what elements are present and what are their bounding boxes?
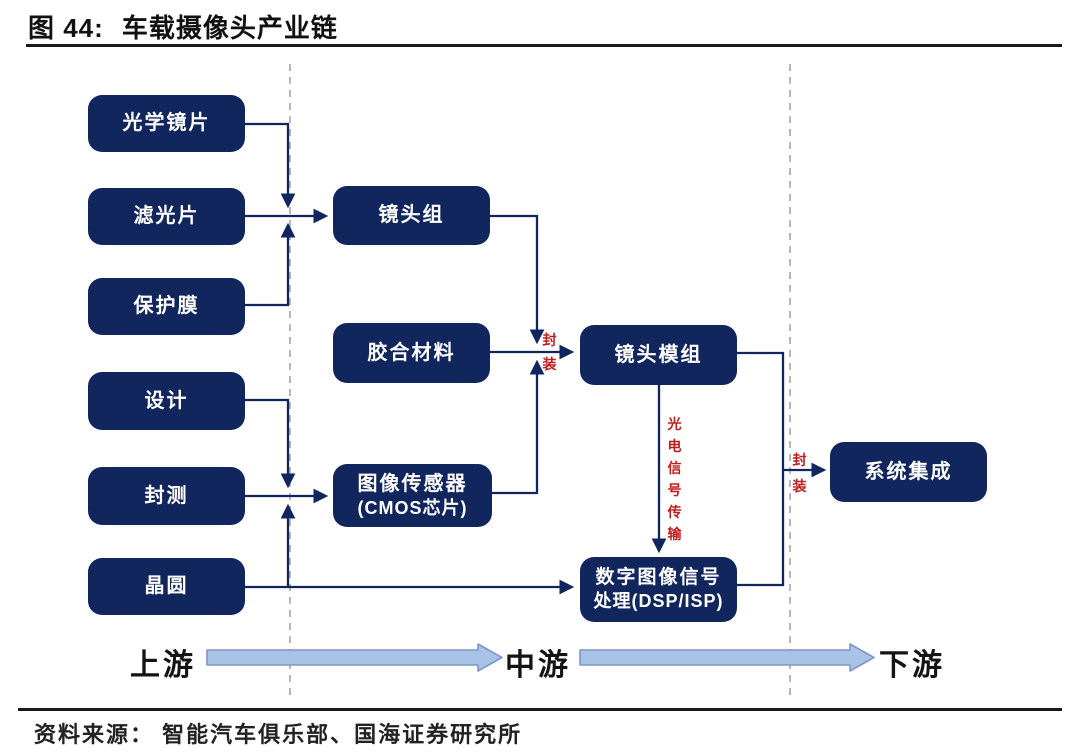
node-lens-group-label: 镜头组 bbox=[378, 204, 445, 226]
stage-divider-lines bbox=[289, 64, 791, 696]
annotation-signal-transmission: 光电信号传输 bbox=[667, 416, 682, 542]
node-lens-group: 镜头组 bbox=[333, 186, 490, 245]
node-protective-film-label: 保护膜 bbox=[133, 295, 200, 317]
source-label: 资料来源： bbox=[34, 722, 155, 747]
flow-connectors bbox=[245, 122, 827, 595]
node-lens-module: 镜头模组 bbox=[580, 325, 737, 385]
connector-optical-lens-junction bbox=[245, 122, 296, 209]
node-image-sensor: 图像传感器 (CMOS芯片) bbox=[333, 464, 492, 527]
node-bonding-material: 胶合材料 bbox=[333, 323, 490, 383]
node-filter-label: 滤光片 bbox=[133, 205, 200, 227]
node-wafer: 晶圆 bbox=[88, 558, 245, 615]
node-design: 设计 bbox=[88, 372, 245, 430]
node-optical-lens-label: 光学镜片 bbox=[122, 112, 211, 134]
node-dsp-sublabel: 处理(DSP/ISP) bbox=[593, 591, 724, 612]
connector-protective-film-junction bbox=[245, 222, 296, 307]
node-packaging-testing-label: 封测 bbox=[144, 484, 189, 507]
title-rule bbox=[26, 44, 1062, 47]
connector-lens-module-right bbox=[737, 351, 785, 470]
node-system-integration: 系统集成 bbox=[830, 442, 987, 502]
stage-arrows bbox=[206, 643, 875, 672]
figure-title: 图 44: 车载摄像头产业链 bbox=[28, 8, 338, 45]
footer-rule bbox=[18, 708, 1062, 711]
source-line: 资料来源： 智能汽车俱乐部、国海证券研究所 bbox=[34, 717, 522, 749]
node-lens-module-label: 镜头模组 bbox=[614, 343, 703, 366]
node-bonding-material-label: 胶合材料 bbox=[367, 341, 456, 364]
source-text: 智能汽车俱乐部、国海证券研究所 bbox=[162, 722, 523, 747]
node-system-integration-label: 系统集成 bbox=[864, 460, 953, 483]
connector-image-sensor-junction bbox=[492, 359, 545, 495]
node-image-sensor-label: 图像传感器 bbox=[357, 472, 468, 495]
stage-label-upstream: 上游 bbox=[130, 649, 196, 682]
annotation-package-system: 封装 bbox=[792, 452, 807, 494]
node-packaging-testing: 封测 bbox=[88, 467, 245, 525]
stage-arrow-midstream-downstream bbox=[579, 643, 875, 672]
node-image-sensor-sublabel: (CMOS芯片) bbox=[357, 497, 468, 518]
stage-label-downstream: 下游 bbox=[879, 649, 945, 682]
node-design-label: 设计 bbox=[144, 389, 189, 412]
connector-dsp-right bbox=[737, 470, 785, 587]
figure-number: 图 44: bbox=[28, 13, 104, 43]
stage-arrow-upstream-midstream bbox=[206, 643, 503, 672]
node-protective-film: 保护膜 bbox=[88, 278, 245, 335]
node-optical-lens: 光学镜片 bbox=[88, 95, 245, 152]
connector-design-junction bbox=[245, 398, 296, 489]
node-dsp-label: 数字图像信号 bbox=[595, 567, 722, 589]
figure-title-text: 车载摄像头产业链 bbox=[121, 13, 338, 43]
connector-lens-group-junction bbox=[490, 214, 545, 345]
node-wafer-label: 晶圆 bbox=[144, 575, 189, 597]
node-filter: 滤光片 bbox=[88, 188, 245, 245]
annotation-package-lens-module: 封装 bbox=[542, 332, 557, 372]
stage-label-midstream: 中游 bbox=[505, 649, 571, 682]
node-dsp: 数字图像信号 处理(DSP/ISP) bbox=[580, 557, 737, 622]
